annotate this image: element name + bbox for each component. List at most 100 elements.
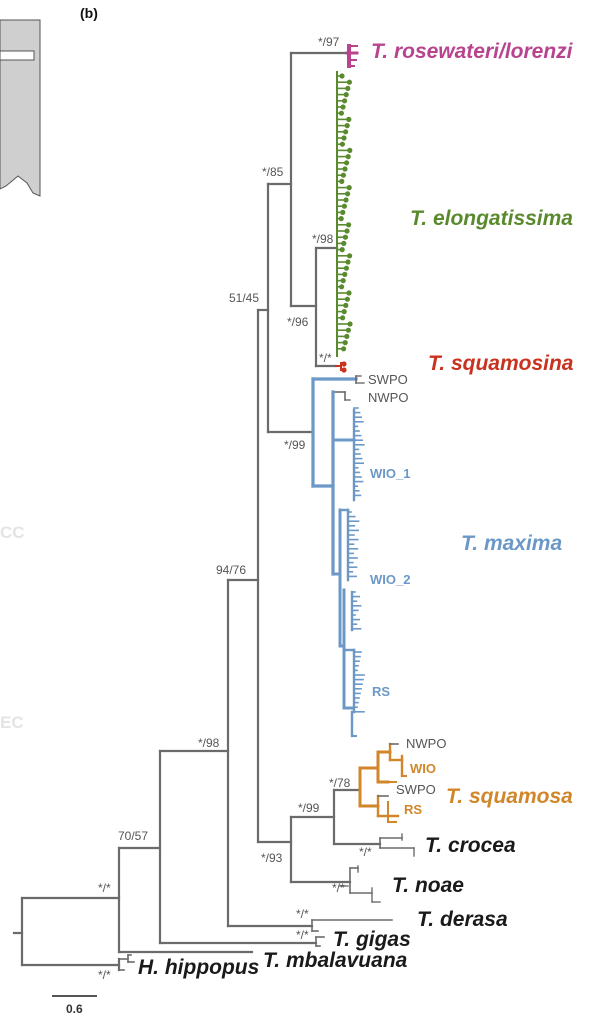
elongatissima-tip	[346, 185, 352, 191]
elongatissima-tip	[343, 92, 349, 98]
elongatissima-tip	[347, 253, 353, 259]
species-maxima: T. maxima	[461, 532, 562, 555]
clade-squamosa	[358, 742, 407, 823]
support-root: */*	[98, 881, 111, 895]
region-maxima-nwpo: NWPO	[368, 390, 408, 405]
support-noae: */*	[332, 881, 345, 895]
elongatissima-tip	[343, 197, 349, 203]
elongatissima-tip	[344, 228, 350, 234]
support-squamosa: */78	[329, 776, 351, 790]
support-derasa: */*	[296, 907, 309, 921]
species-rosewateri: T. rosewateri/lorenzi	[371, 40, 574, 63]
elongatissima-tip	[339, 284, 345, 290]
support-hippopus: */*	[98, 968, 111, 982]
support-squamosina: */*	[319, 351, 332, 365]
elongatissima-tip	[345, 191, 351, 197]
elongatissima-tip	[341, 135, 347, 141]
elongatissima-tip	[346, 79, 352, 85]
elongatissima-tip	[345, 327, 351, 333]
elongatissima-tip	[339, 247, 345, 253]
region-squamosa-swpo: SWPO	[396, 782, 436, 797]
species-mbalavuana: T. mbalavuana	[263, 949, 408, 972]
elongatissima-tip	[340, 315, 346, 321]
elongatissima-tip	[342, 271, 348, 277]
elongatissima-tip	[342, 98, 348, 104]
species-noae: T. noae	[392, 874, 464, 897]
elongatissima-tip	[340, 104, 346, 110]
support-gigas: */*	[296, 928, 309, 942]
support-with-gigas: 70/57	[118, 829, 148, 843]
species-labels: T. rosewateri/lorenzi T. elongatissima T…	[138, 40, 574, 979]
panel-label: (b)	[80, 5, 98, 21]
region-squamosa-nwpo: NWPO	[406, 736, 446, 751]
elongatissima-tip	[345, 154, 351, 160]
elongatissima-tip	[341, 203, 347, 209]
elongatissima-tip	[343, 129, 349, 135]
elongatissima-tip	[342, 166, 348, 172]
clade-maxima	[311, 375, 365, 738]
support-rosewateri: */97	[318, 35, 340, 49]
squamosina-tip	[341, 367, 347, 373]
species-squamosa: T. squamosa	[446, 785, 573, 808]
region-maxima-swpo: SWPO	[368, 372, 408, 387]
support-big-clade: */98	[198, 736, 220, 750]
map-scale-box	[0, 50, 35, 61]
elongatissima-tip	[346, 290, 352, 296]
map-fragment-shape	[0, 19, 41, 197]
elongatissima-tip	[341, 346, 347, 352]
elongatissima-tip	[342, 234, 348, 240]
support-values: */97 */85 */98 51/45 */96 */* */99 94/76…	[98, 35, 372, 982]
support-squam-crocea-noae: 94/76	[216, 563, 246, 577]
elongatissima-tip	[339, 178, 345, 184]
region-squamosa-rs: RS	[404, 802, 422, 817]
species-derasa: T. derasa	[417, 908, 508, 931]
elongatissima-tip	[344, 333, 350, 339]
support-root-rse: 51/45	[229, 291, 259, 305]
elongatissima-tip	[338, 216, 344, 222]
clade-rosewateri	[345, 44, 359, 68]
elongatissima-tip	[342, 340, 348, 346]
map-fragment-label-ec: EC	[0, 713, 24, 732]
species-squamosina: T. squamosina	[428, 352, 574, 375]
tree-backbone	[12, 51, 415, 972]
support-elong-squamosina: */96	[287, 315, 309, 329]
elongatissima-tip	[339, 141, 345, 147]
elongatissima-tip	[347, 147, 353, 153]
elongatissima-tip	[341, 240, 347, 246]
map-fragment-label-cc: CC	[0, 523, 25, 542]
species-crocea: T. crocea	[425, 834, 516, 857]
region-squamosa-wio: WIO	[410, 761, 436, 776]
elongatissima-tip	[345, 259, 351, 265]
support-elong-inner: */98	[312, 232, 334, 246]
scale-bar: 0.6	[52, 995, 97, 1016]
support-noae-group: */93	[261, 851, 283, 865]
elongatissima-tip	[340, 172, 346, 178]
region-maxima-wio1: WIO_1	[370, 466, 410, 481]
elongatissima-tip	[339, 73, 345, 79]
scale-bar-label: 0.6	[66, 1002, 83, 1016]
squamosina-tip	[341, 361, 347, 367]
elongatissima-tip	[340, 209, 346, 215]
elongatissima-tip	[340, 278, 346, 284]
elongatissima-tip	[344, 296, 350, 302]
support-crocea: */*	[359, 845, 372, 859]
elongatissima-tip	[347, 321, 353, 327]
support-squa-crocea: */99	[298, 801, 320, 815]
species-elongatissima: T. elongatissima	[410, 207, 573, 230]
species-hippopus: H. hippopus	[138, 956, 259, 979]
elongatissima-tip	[344, 123, 350, 129]
elongatissima-tip	[345, 85, 351, 91]
clade-elongatissima	[336, 71, 353, 357]
elongatissima-tip	[346, 222, 352, 228]
elongatissima-tip	[343, 265, 349, 271]
elongatissima-tip	[343, 302, 349, 308]
support-elong-clade: */85	[262, 165, 284, 179]
elongatissima-tip	[341, 309, 347, 315]
region-labels: SWPO NWPO WIO_1 WIO_2 RS NWPO WIO SWPO R…	[368, 372, 446, 817]
clade-squamosina	[335, 361, 347, 373]
support-maxima: */99	[284, 438, 306, 452]
region-maxima-wio2: WIO_2	[370, 572, 410, 587]
elongatissima-tip	[346, 116, 352, 122]
region-maxima-rs: RS	[372, 684, 390, 699]
species-gigas: T. gigas	[333, 928, 411, 951]
